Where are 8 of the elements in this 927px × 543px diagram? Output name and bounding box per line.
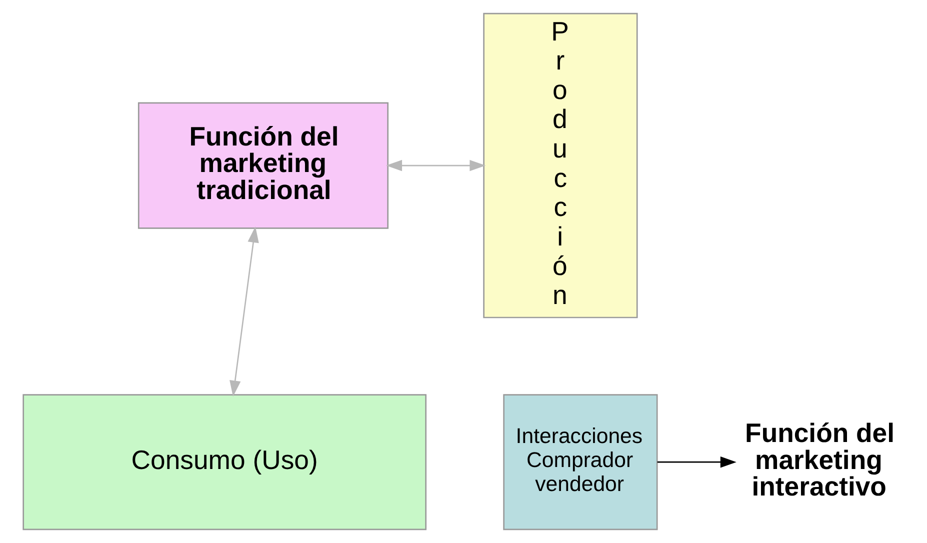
- node-box: Función del marketing tradicional: [138, 102, 389, 229]
- arrow: [230, 226, 259, 397]
- node-box: Producción: [483, 12, 638, 318]
- arrow: [386, 160, 486, 172]
- arrow: [657, 456, 736, 468]
- node-box: Consumo (Uso): [22, 394, 427, 530]
- node-box: Interacciones Comprador vendedor: [503, 394, 658, 530]
- node-text: Función del marketing interactivo: [745, 418, 895, 502]
